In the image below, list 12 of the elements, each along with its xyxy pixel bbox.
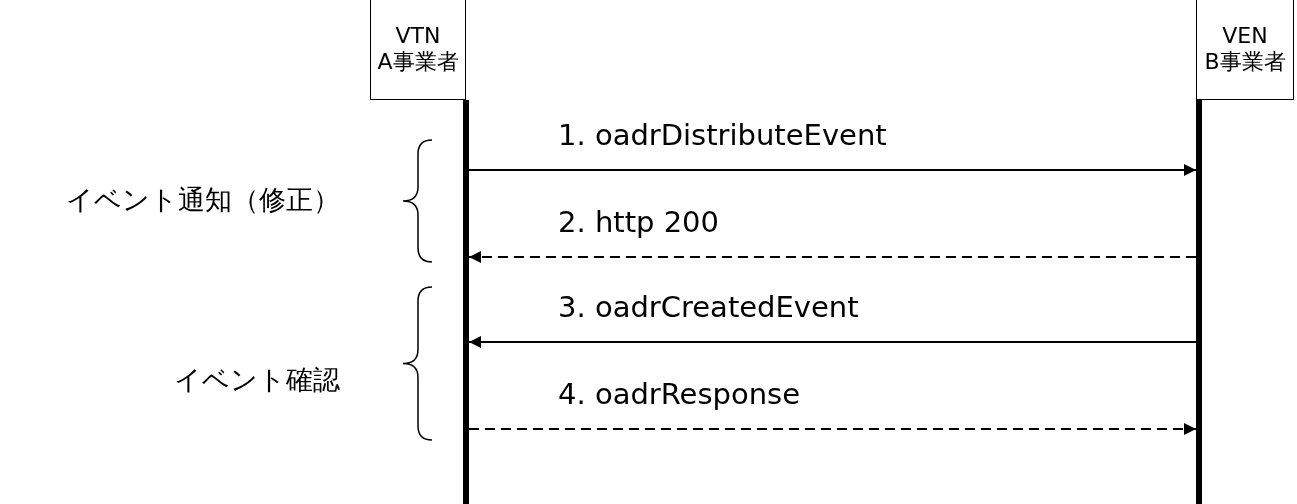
arrow — [469, 336, 1196, 348]
participant-label: VEN — [1222, 23, 1268, 49]
participant-label: B事業者 — [1204, 49, 1286, 75]
participant-label: VTN — [395, 23, 441, 49]
participant-box — [1196, 0, 1294, 100]
dashed-arrow — [469, 251, 1196, 263]
dashed-arrow — [469, 423, 1196, 435]
arrow — [469, 164, 1196, 176]
lifeline — [463, 100, 469, 504]
participant-label: A事業者 — [377, 49, 459, 75]
participant-box — [370, 0, 466, 100]
lifeline — [1196, 100, 1202, 504]
